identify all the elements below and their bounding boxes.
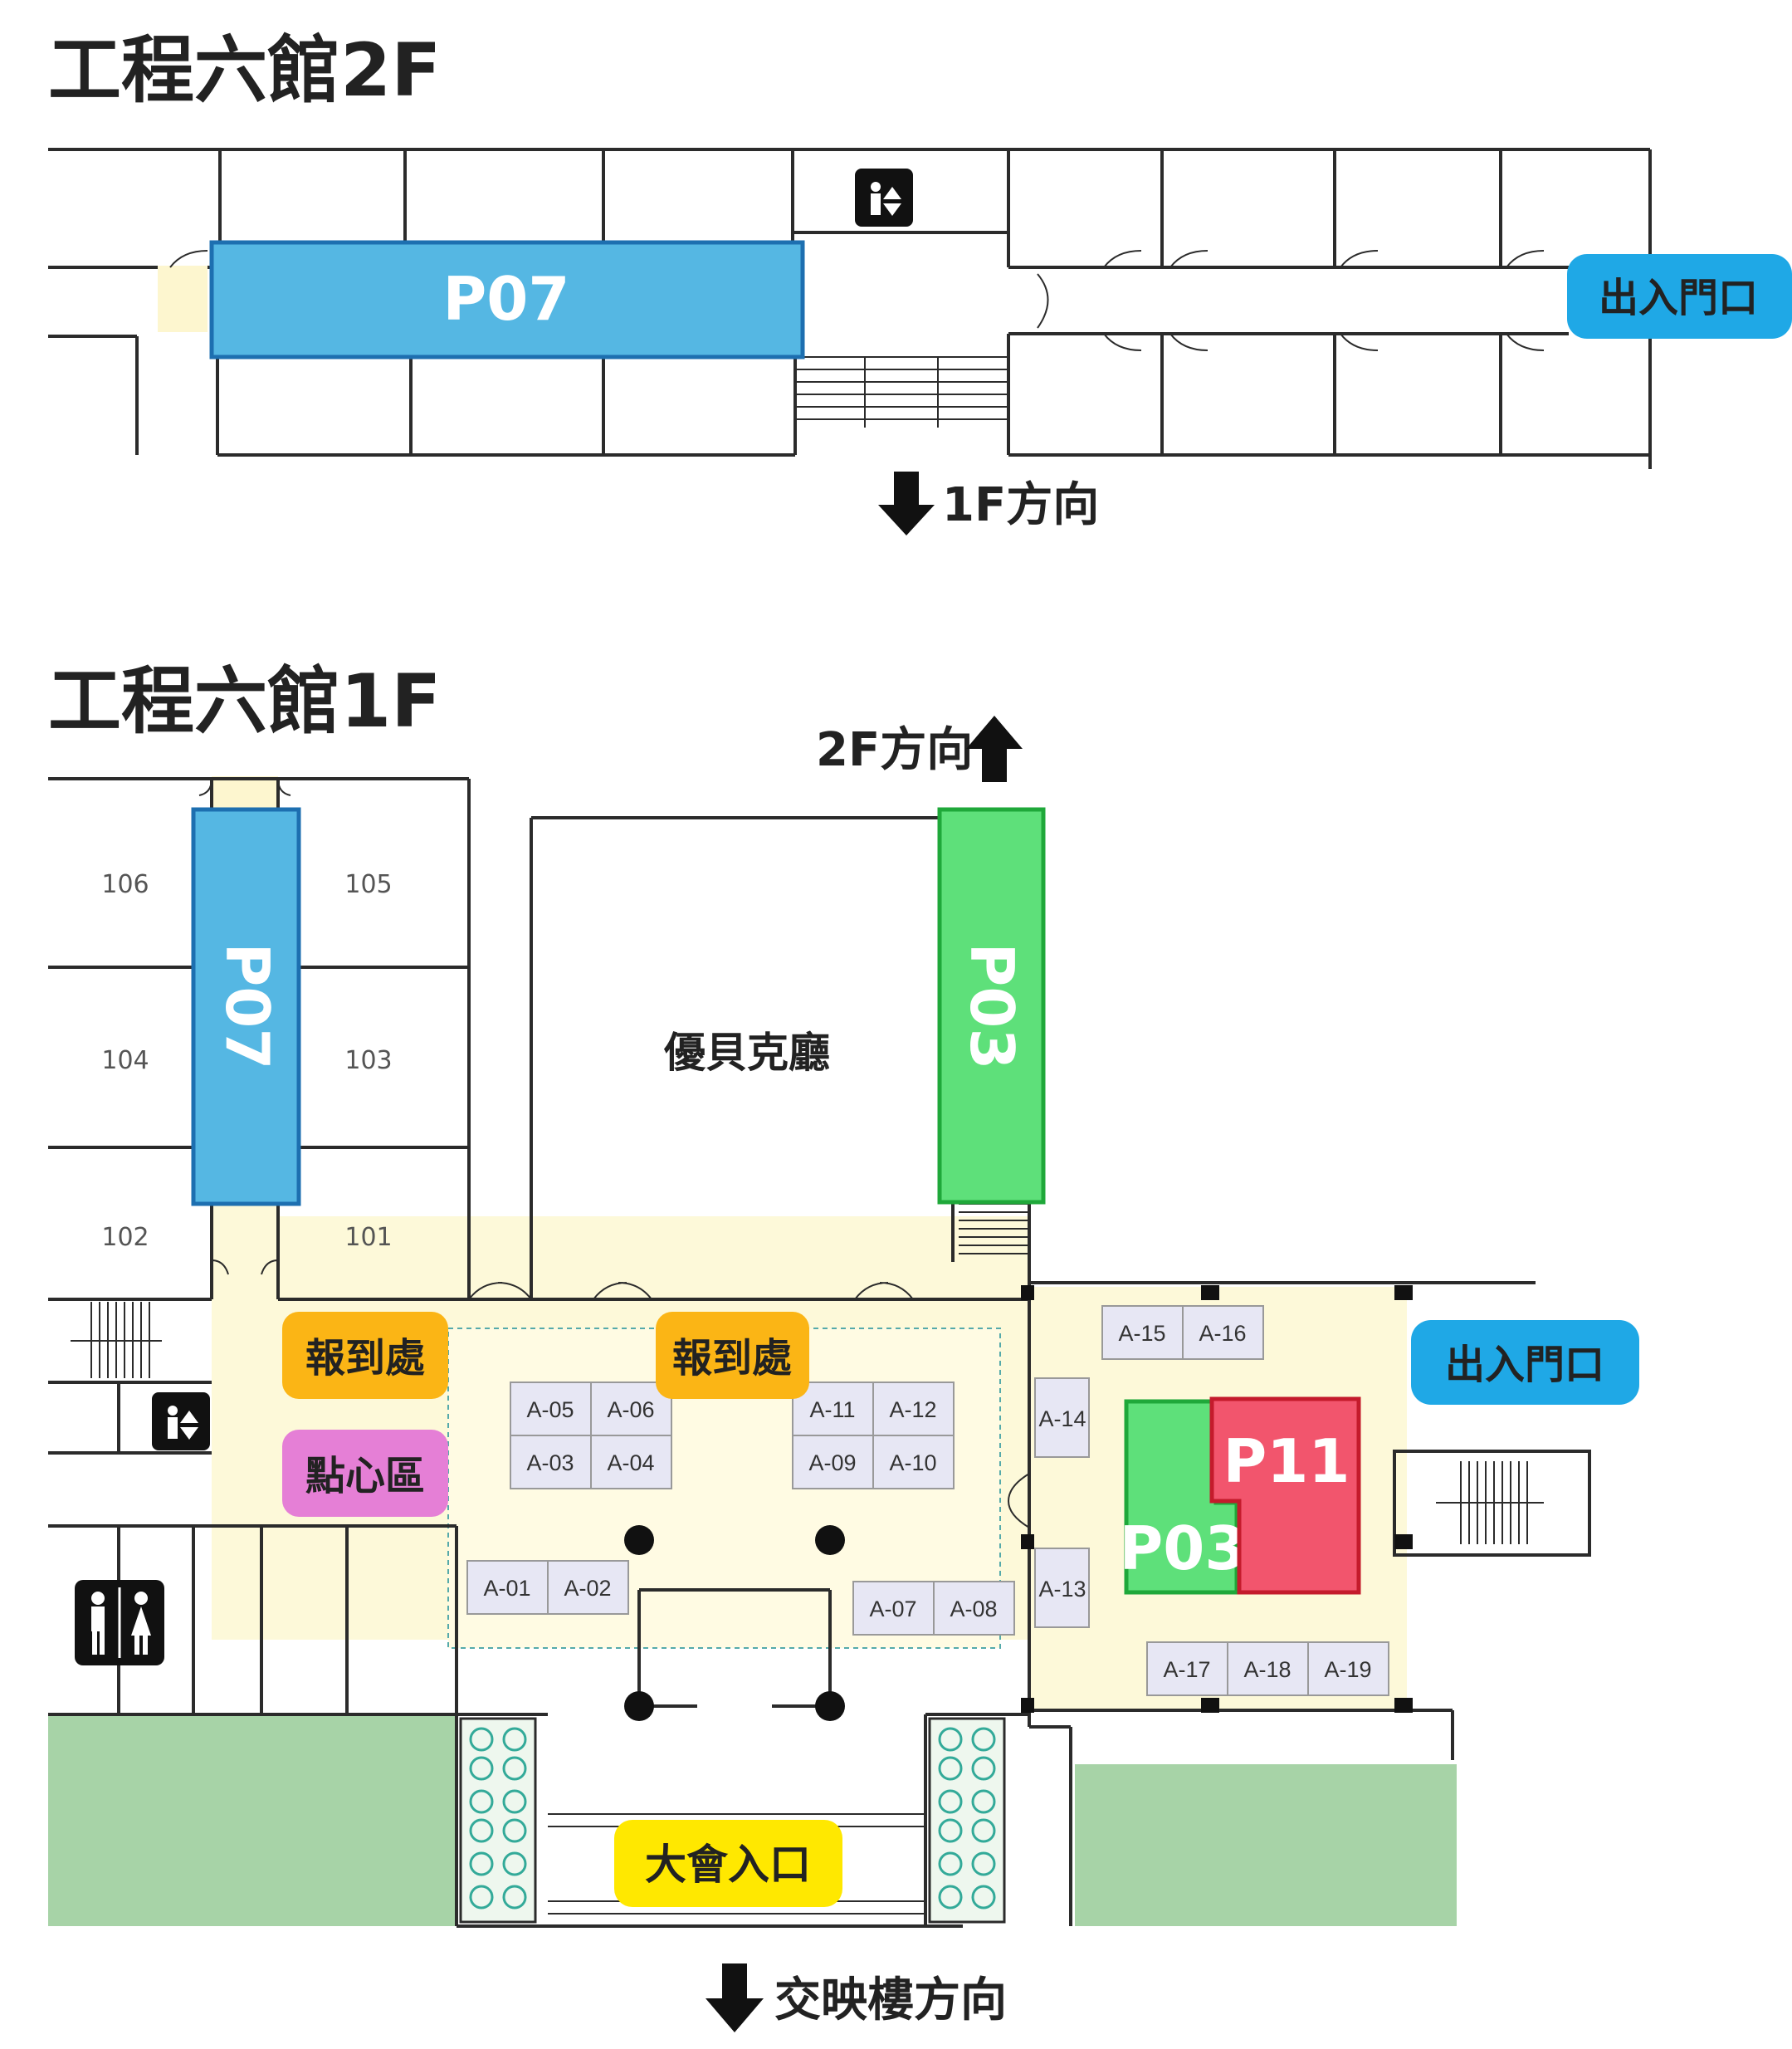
zone-p07-2f[interactable]: P07	[209, 240, 805, 359]
booth-a13[interactable]: A-13	[1034, 1548, 1090, 1628]
exit-badge-2f-label: 出入門口	[1599, 275, 1758, 321]
booth-a08[interactable]: A-08	[933, 1581, 1015, 1636]
booth-a01[interactable]: A-01	[466, 1560, 549, 1615]
floor1-title: 工程六館1F	[48, 658, 441, 744]
checkin-badge-2[interactable]: 報到處	[656, 1312, 809, 1399]
floor2-title: 工程六館2F	[48, 27, 441, 113]
room-104: 104	[101, 1046, 149, 1075]
arrow-down-icon	[706, 1963, 764, 2032]
booth-a07[interactable]: A-07	[852, 1581, 935, 1636]
booth-a17-label: A-17	[1163, 1657, 1210, 1682]
room-103: 103	[344, 1046, 392, 1075]
room-101: 101	[344, 1223, 392, 1252]
zone-p03-lower-label: P03	[1120, 1514, 1247, 1583]
zone-p11[interactable]: P11	[1209, 1396, 1361, 1595]
checkin-badge-1[interactable]: 報到處	[282, 1312, 448, 1399]
booth-a11-label: A-11	[809, 1397, 855, 1422]
booth-a16[interactable]: A-16	[1182, 1305, 1264, 1360]
lawn-right	[1075, 1764, 1457, 1926]
down-direction-label: 1F方向	[942, 478, 1099, 532]
zone-p07-1f[interactable]: P07	[191, 807, 301, 1206]
booth-a10-label: A-10	[889, 1450, 936, 1475]
booth-a04[interactable]: A-04	[590, 1435, 672, 1489]
hall-label: 優貝克廳	[663, 1029, 830, 1077]
staircase-1f	[959, 1203, 1029, 1254]
room-105: 105	[344, 870, 392, 899]
booth-a05-label: A-05	[526, 1397, 574, 1422]
snack-badge-label: 點心區	[305, 1453, 425, 1499]
booth-a03-label: A-03	[526, 1450, 574, 1475]
exit-badge-1f-label: 出入門口	[1445, 1342, 1604, 1388]
booth-a06[interactable]: A-06	[590, 1381, 672, 1436]
staircase-left	[71, 1302, 162, 1378]
floor2-plan	[48, 148, 1652, 469]
columns	[624, 1285, 1413, 1721]
room-106: 106	[101, 870, 149, 899]
arrow-down-icon	[878, 472, 935, 535]
booth-a14-label: A-14	[1038, 1406, 1086, 1431]
booth-a14[interactable]: A-14	[1034, 1377, 1090, 1458]
bottom-direction-label: 交映樓方向	[774, 1973, 1007, 2027]
booth-a12-label: A-12	[889, 1397, 936, 1422]
floor1-walls	[48, 777, 1591, 1928]
booth-a15[interactable]: A-15	[1101, 1305, 1184, 1360]
booth-a01-label: A-01	[483, 1576, 530, 1601]
booth-a08-label: A-08	[950, 1597, 997, 1621]
booth-a19[interactable]: A-19	[1307, 1641, 1389, 1696]
booth-a02[interactable]: A-02	[547, 1560, 629, 1615]
booth-a15-label: A-15	[1118, 1321, 1165, 1346]
exit-badge-1f[interactable]: 出入門口	[1411, 1320, 1639, 1405]
staircase-right	[1436, 1461, 1544, 1544]
booth-a03[interactable]: A-03	[510, 1435, 592, 1489]
zone-p07-1f-label: P07	[212, 943, 282, 1070]
booth-a18-label: A-18	[1243, 1657, 1291, 1682]
booths: A-05 A-06 A-03 A-04 A-11 A-12 A-09 A-10 …	[466, 1305, 1389, 1696]
booth-a17[interactable]: A-17	[1146, 1641, 1228, 1696]
lawn-left	[48, 1714, 457, 1926]
booth-a11[interactable]: A-11	[792, 1381, 874, 1436]
arrow-up-icon	[966, 716, 1023, 782]
up-direction-label: 2F方向	[816, 723, 973, 777]
booth-a10[interactable]: A-10	[872, 1435, 955, 1489]
booth-a09[interactable]: A-09	[792, 1435, 874, 1489]
zone-p11-label: P11	[1223, 1426, 1350, 1496]
restroom-icon	[75, 1580, 164, 1665]
entrance-badge-label: 大會入口	[645, 1841, 811, 1889]
elevator-icon	[855, 169, 913, 227]
snack-badge[interactable]: 點心區	[282, 1430, 448, 1517]
room-102: 102	[101, 1223, 149, 1252]
booth-a13-label: A-13	[1038, 1577, 1086, 1602]
exit-badge-2f[interactable]: 出入門口	[1567, 254, 1792, 339]
booth-a05[interactable]: A-05	[510, 1381, 592, 1436]
booth-a04-label: A-04	[607, 1450, 654, 1475]
planter-right	[928, 1717, 1006, 1924]
elevator-icon	[152, 1392, 210, 1450]
checkin-badge-1-label: 報到處	[305, 1335, 425, 1381]
booth-a19-label: A-19	[1324, 1657, 1371, 1682]
booth-a02-label: A-02	[564, 1576, 611, 1601]
booth-a09-label: A-09	[808, 1450, 856, 1475]
booth-a06-label: A-06	[607, 1397, 654, 1422]
zone-p07-2f-label: P07	[443, 264, 570, 334]
booth-a12[interactable]: A-12	[872, 1381, 955, 1436]
zone-p03-vertical-label: P03	[957, 943, 1027, 1070]
booth-a07-label: A-07	[869, 1597, 916, 1621]
booth-a18[interactable]: A-18	[1227, 1641, 1309, 1696]
zone-p03-vertical[interactable]: P03	[937, 807, 1046, 1205]
checkin-badge-2-label: 報到處	[672, 1335, 792, 1381]
entrance-badge[interactable]: 大會入口	[614, 1820, 842, 1907]
booth-a16-label: A-16	[1199, 1321, 1246, 1346]
staircase-2f	[795, 356, 1008, 428]
planter-left	[459, 1717, 537, 1924]
